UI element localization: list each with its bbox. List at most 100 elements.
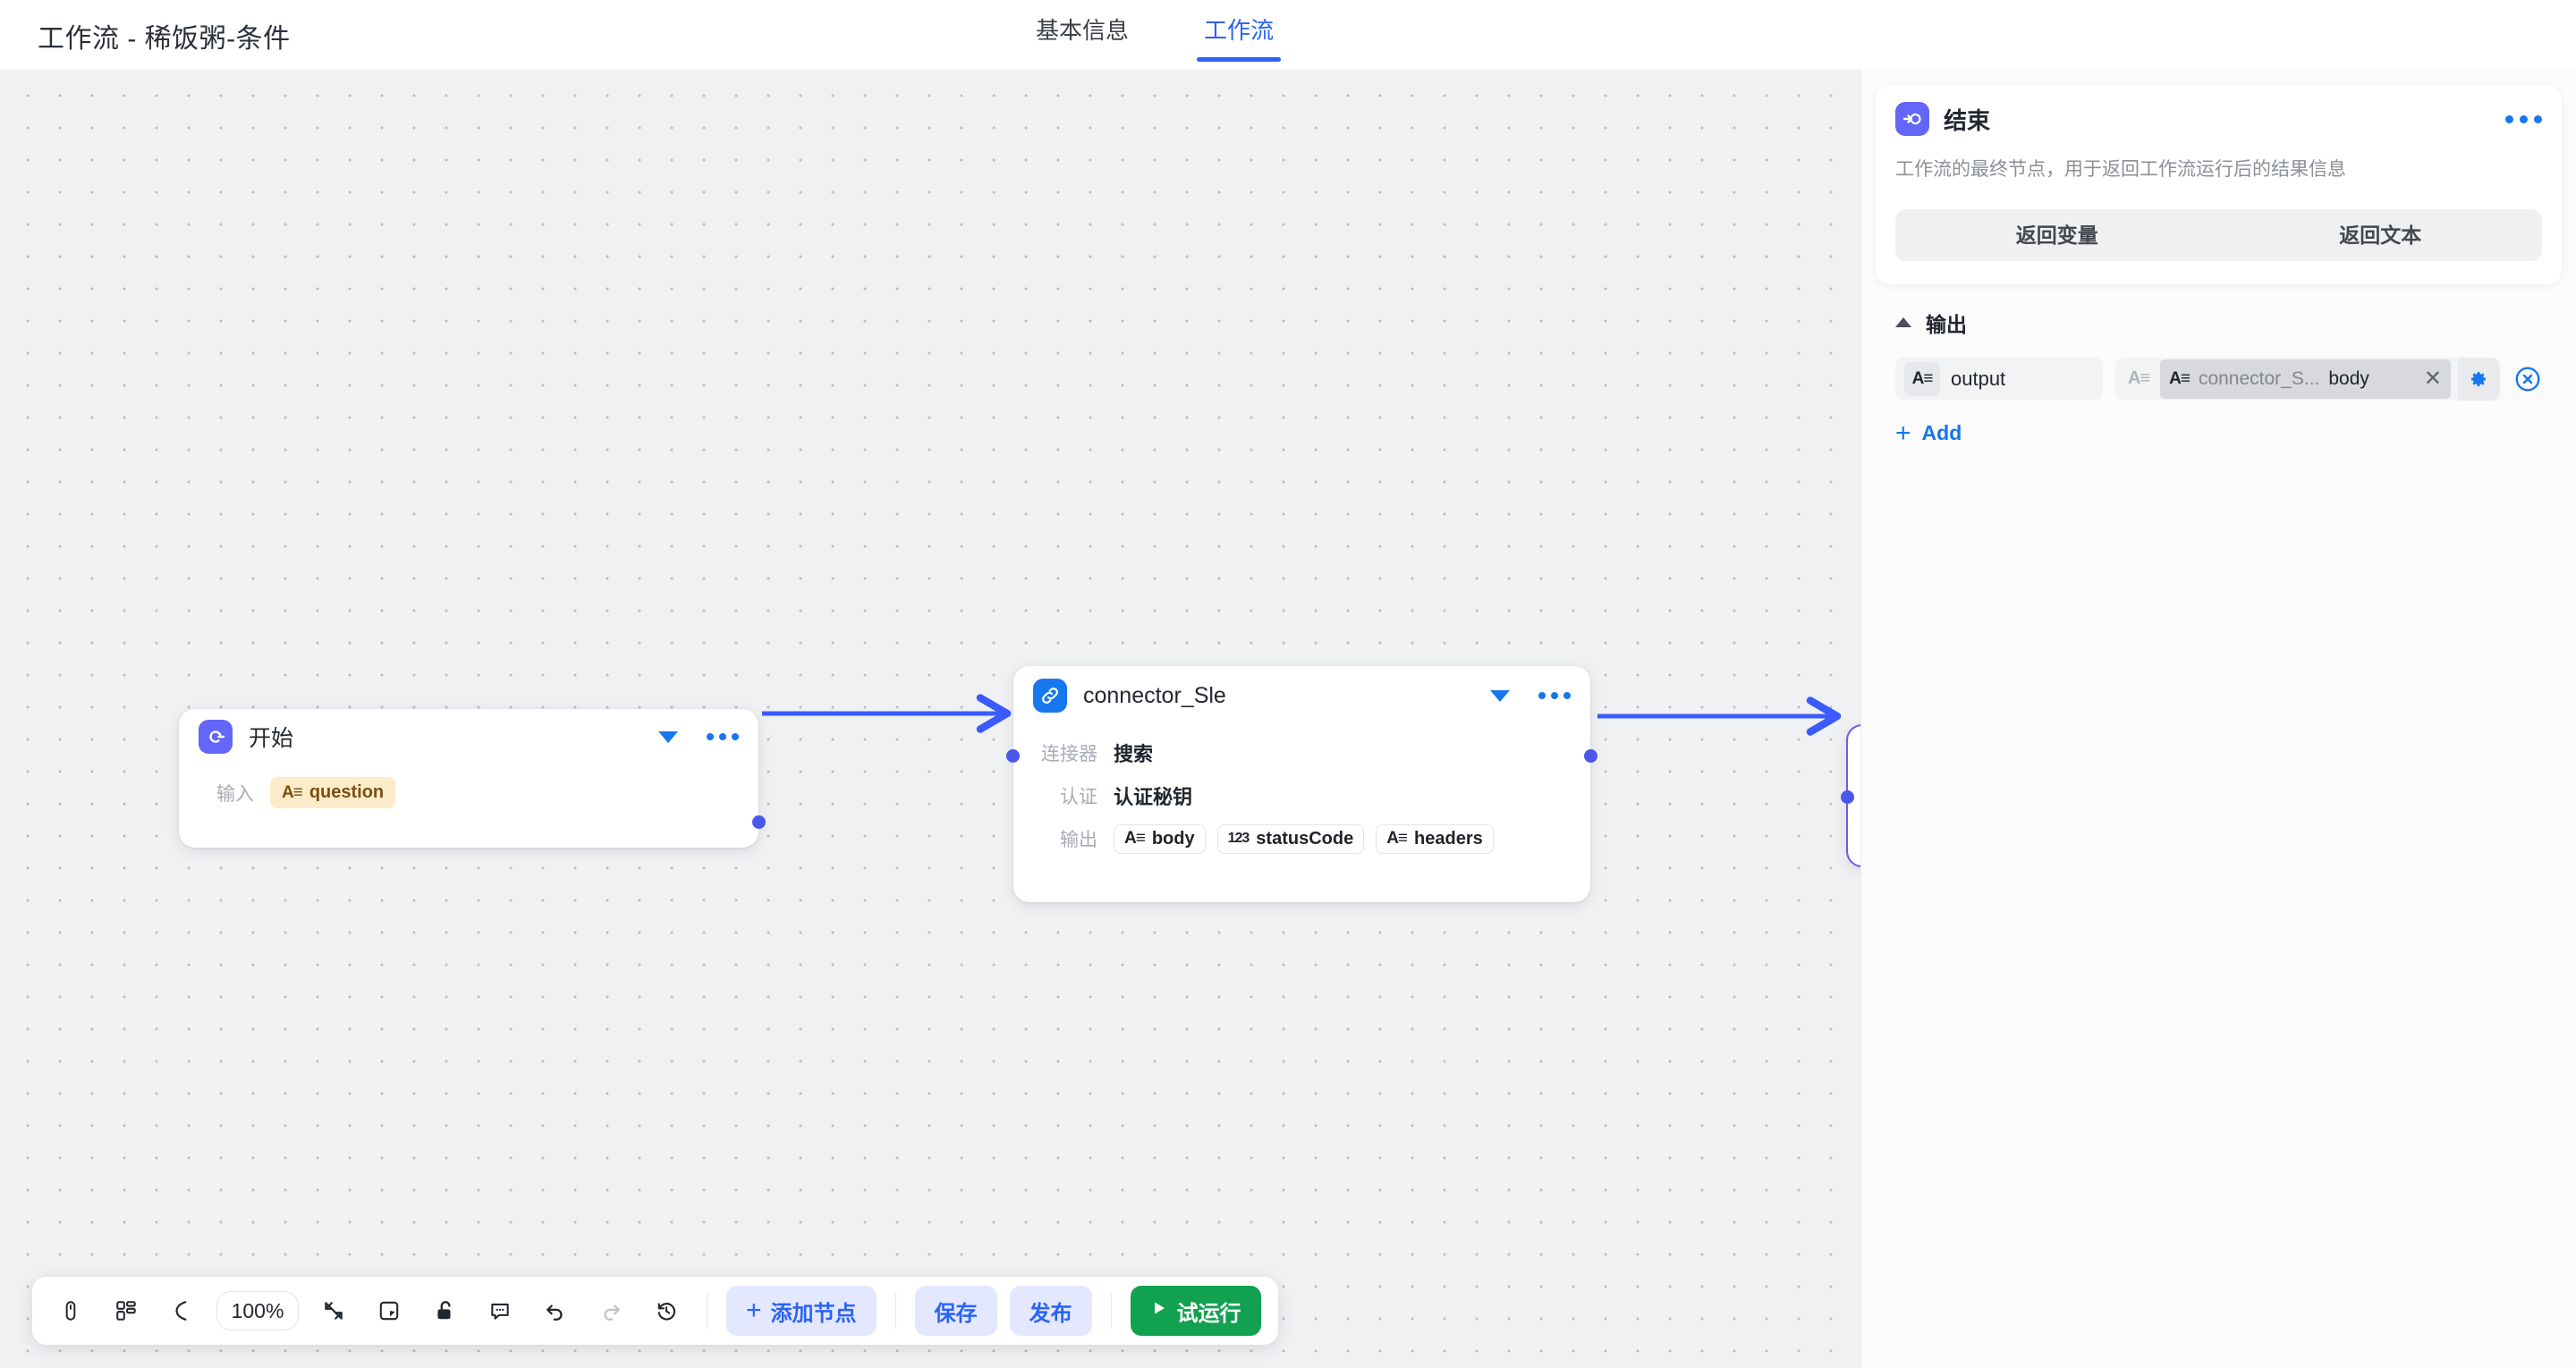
clear-icon[interactable]: ✕ (2423, 367, 2442, 391)
output-value-input[interactable]: A≡ A≡ connector_S... body ✕ (2115, 357, 2501, 401)
output-row: 输出 A≡ body 123 statusCode A≡ headers (1033, 823, 1571, 854)
output-chip-label: body (1151, 828, 1195, 849)
input-row-label: 输入 (216, 783, 254, 805)
node-connector-output-port[interactable] (1584, 749, 1597, 763)
reference-field-label: body (2328, 367, 2369, 389)
toolbar-divider (707, 1293, 708, 1329)
string-type-icon: A≡ (1124, 829, 1146, 848)
node-connector-body: 连接器 搜索 认证 认证秘钥 输出 A≡ body 123 statusCode (1013, 738, 1590, 872)
publish-button[interactable]: 发布 (1009, 1286, 1092, 1336)
number-type-icon: 123 (1227, 831, 1250, 846)
toolbar-divider (894, 1293, 896, 1329)
output-chip-headers[interactable]: A≡ headers (1376, 823, 1494, 854)
panel-menu-icon[interactable] (2505, 114, 2542, 123)
segment-return-text[interactable]: 返回文本 (2339, 223, 2422, 247)
plus-icon: + (746, 1296, 762, 1325)
toolbar-divider (1110, 1293, 1112, 1329)
output-section-header[interactable]: 输出 (1895, 308, 2542, 338)
output-chip-label: statusCode (1256, 828, 1354, 849)
return-mode-segmented-control: 返回变量 返回文本 (1895, 208, 2542, 261)
add-node-label: 添加节点 (770, 1301, 857, 1326)
node-connector-title: connector_Sle (1083, 682, 1226, 708)
add-node-button[interactable]: + 添加节点 (726, 1286, 877, 1336)
tab-workflow[interactable]: 工作流 (1197, 13, 1282, 62)
panel-description: 工作流的最终节点，用于返回工作流运行后的结果信息 (1895, 159, 2346, 180)
string-type-icon[interactable]: A≡ (1904, 361, 1940, 396)
collapse-caret-icon[interactable] (1490, 689, 1510, 702)
connector-row: 连接器 搜索 (1033, 738, 1571, 768)
auth-row: 认证 认证秘钥 (1033, 781, 1571, 811)
output-section: 输出 A≡ output A≡ A≡ connector_S... body ✕ (1876, 308, 2562, 447)
mouse-pointer-icon[interactable] (45, 1285, 97, 1337)
reference-source-label: connector_S... (2198, 367, 2320, 389)
remove-output-row-button[interactable] (2513, 365, 2542, 393)
bezier-curve-icon[interactable] (156, 1285, 208, 1337)
panel-card: 结束 工作流的最终节点，用于返回工作流运行后的结果信息 返回变量 返回文本 (1876, 86, 2562, 284)
collapse-caret-icon[interactable] (658, 730, 678, 743)
play-icon (1150, 1298, 1168, 1323)
segment-return-variable[interactable]: 返回变量 (2015, 223, 2098, 247)
node-start-header: 开始 (179, 709, 758, 764)
string-type-icon: A≡ (2169, 368, 2190, 388)
node-end-input-port[interactable] (1841, 790, 1854, 804)
zoom-level-display[interactable]: 100% (216, 1291, 299, 1330)
gear-icon[interactable] (2458, 357, 2499, 401)
node-connector-actions (1490, 689, 1571, 702)
node-start[interactable]: 开始 输入 A≡ question (179, 709, 766, 848)
test-run-label: 试运行 (1176, 1301, 1241, 1326)
node-start-output-port[interactable] (752, 815, 766, 829)
fit-screen-icon[interactable] (308, 1285, 360, 1337)
tab-basic-info[interactable]: 基本信息 (1036, 17, 1130, 44)
plus-icon: + (1895, 418, 1911, 448)
output-chip-body[interactable]: A≡ body (1114, 823, 1206, 854)
string-type-icon: A≡ (1386, 829, 1408, 848)
variable-reference-chip[interactable]: A≡ connector_S... body ✕ (2160, 359, 2451, 399)
note-frame-icon[interactable] (363, 1285, 415, 1337)
save-button[interactable]: 保存 (914, 1286, 997, 1336)
node-start-title: 开始 (249, 726, 294, 751)
node-detail-panel: 结束 工作流的最终节点，用于返回工作流运行后的结果信息 返回变量 返回文本 输出… (1860, 70, 2576, 1368)
canvas-toolbar: 100% (32, 1277, 1278, 1345)
output-chip-list: A≡ body 123 statusCode A≡ headers (1114, 823, 1494, 854)
page-title: 工作流 - 稀饭粥-条件 (38, 24, 291, 54)
add-output-button[interactable]: + Add (1895, 418, 1962, 448)
test-run-button[interactable]: 试运行 (1130, 1286, 1261, 1336)
node-menu-icon[interactable] (1538, 692, 1571, 699)
app-header: 工作流 - 稀饭粥-条件 基本信息 工作流 (0, 0, 2576, 70)
node-start-input-row: 输入 A≡ question (199, 777, 739, 808)
history-icon[interactable] (640, 1285, 692, 1337)
lock-open-icon[interactable] (419, 1285, 470, 1337)
auth-row-value: 认证秘钥 (1114, 786, 1193, 808)
node-connector[interactable]: connector_Sle 连接器 搜索 认证 认证秘钥 输出 A≡ body (1006, 666, 1597, 902)
panel-title: 结束 (1944, 106, 1991, 134)
connector-row-label: 连接器 (1041, 744, 1097, 764)
edges-layer (762, 694, 1842, 736)
variable-chip-label: question (309, 782, 385, 802)
output-section-title: 输出 (1926, 312, 1967, 336)
node-connector-header: connector_Sle (1013, 666, 1590, 725)
output-chip-label: headers (1414, 828, 1483, 849)
auth-row-label: 认证 (1060, 787, 1097, 807)
output-name-value: output (1951, 367, 2006, 390)
chevron-up-icon[interactable] (1895, 317, 1911, 327)
panel-header: 结束 (1895, 102, 2542, 136)
undo-icon[interactable] (530, 1285, 581, 1337)
redo-icon[interactable] (585, 1285, 637, 1337)
layout-grid-icon[interactable] (100, 1285, 152, 1337)
variable-chip-question[interactable]: A≡ question (270, 777, 396, 808)
string-type-icon: A≡ (282, 782, 303, 802)
end-node-icon (1895, 102, 1929, 136)
input-chip-list: A≡ question (270, 777, 396, 808)
connector-row-value: 搜索 (1114, 743, 1154, 765)
value-type-icon: A≡ (2128, 368, 2150, 388)
tab-bar: 基本信息 工作流 (1029, 0, 1282, 70)
add-output-label: Add (1921, 421, 1962, 444)
node-menu-icon[interactable] (707, 733, 739, 740)
output-name-input[interactable]: A≡ output (1895, 357, 2103, 401)
output-chip-statuscode[interactable]: 123 statusCode (1216, 823, 1365, 854)
node-connector-input-port[interactable] (1006, 749, 1020, 763)
start-icon (199, 720, 233, 754)
comment-icon[interactable] (474, 1285, 526, 1337)
link-icon (1033, 679, 1067, 713)
output-variable-row: A≡ output A≡ A≡ connector_S... body ✕ (1895, 357, 2542, 401)
